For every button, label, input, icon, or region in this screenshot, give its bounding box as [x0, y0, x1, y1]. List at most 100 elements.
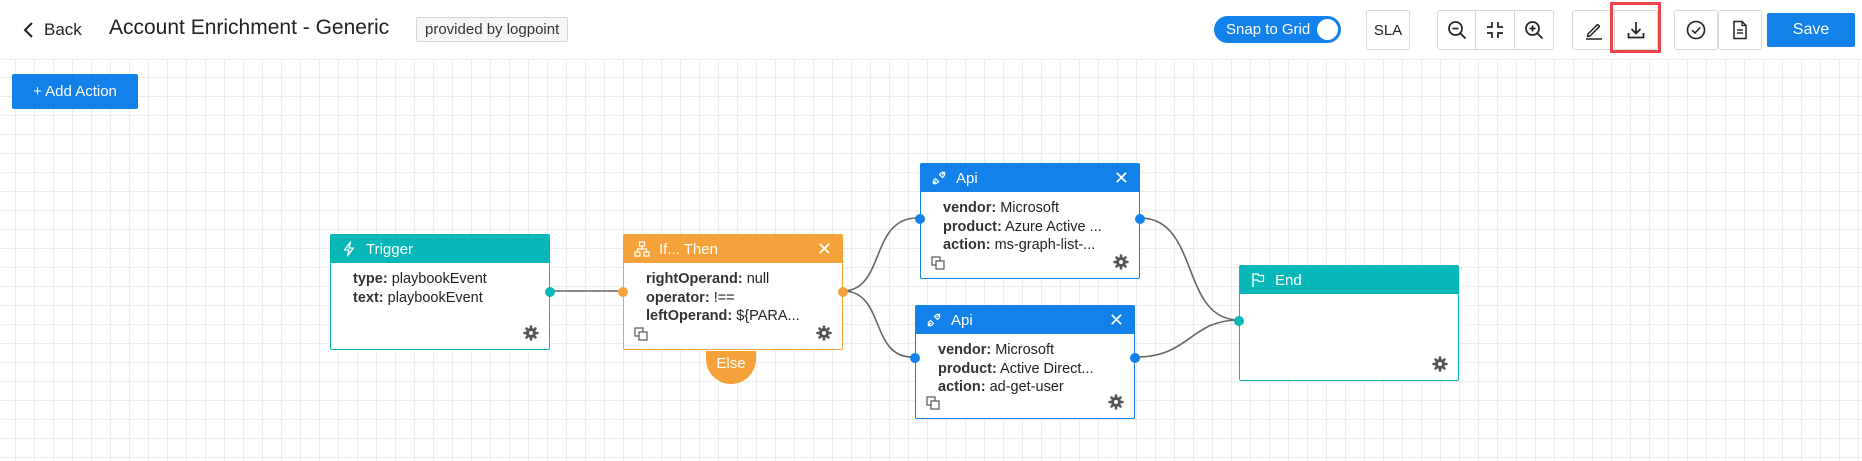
- connector-if-api1: [842, 217, 918, 292]
- gear-icon[interactable]: [1108, 394, 1124, 410]
- api-node[interactable]: Api ✕ vendor: Microsoft product: Azure A…: [915, 163, 1145, 279]
- edit-icon: [1586, 23, 1602, 40]
- gear-icon[interactable]: [816, 325, 832, 341]
- param-key: action:: [938, 379, 986, 395]
- param-key: product:: [943, 218, 1002, 235]
- back-label: Back: [44, 20, 82, 39]
- close-icon[interactable]: ✕: [1108, 310, 1124, 330]
- api-node-body: vendor: Microsoft product: Azure Active …: [921, 192, 1139, 255]
- if-then-node-header[interactable]: If... Then ✕: [624, 235, 842, 263]
- param-key: vendor:: [943, 200, 997, 216]
- node-param-row: operator: !==: [646, 289, 820, 308]
- param-key: vendor:: [938, 342, 992, 358]
- toggle-knob: [1317, 19, 1338, 40]
- download-button[interactable]: [1614, 10, 1658, 50]
- param-key: action:: [943, 237, 991, 253]
- api-node-header[interactable]: Api ✕: [916, 306, 1134, 334]
- node-param-row: type: playbookEvent: [353, 270, 527, 289]
- if-then-node[interactable]: If... Then ✕ rightOperand: null operator…: [618, 234, 848, 350]
- download-icon: [1627, 22, 1645, 39]
- param-key: leftOperand:: [646, 308, 733, 324]
- add-action-button[interactable]: + Add Action: [12, 74, 138, 109]
- flag-icon: [1252, 273, 1265, 287]
- api-node-body: vendor: Microsoft product: Active Direct…: [916, 334, 1134, 397]
- sla-label: SLA: [1373, 21, 1403, 39]
- document-icon: [1733, 20, 1747, 40]
- trigger-node[interactable]: Trigger type: playbookEvent text: playbo…: [330, 234, 555, 350]
- param-key: rightOperand:: [646, 271, 743, 287]
- zoom-controls: [1437, 10, 1554, 50]
- output-port[interactable]: [545, 287, 555, 297]
- top-bar: Back Account Enrichment - Generic provid…: [0, 0, 1862, 60]
- node-param-row: leftOperand: ${PARA...: [646, 307, 820, 326]
- output-port[interactable]: [838, 287, 848, 297]
- input-port[interactable]: [618, 287, 628, 297]
- end-node[interactable]: End: [1234, 265, 1459, 381]
- connector-api2-end: [1135, 319, 1240, 358]
- branch-icon: [634, 241, 650, 257]
- param-value: Microsoft: [1000, 200, 1060, 216]
- param-key: operator:: [646, 289, 710, 306]
- connector-api1-end: [1139, 217, 1240, 321]
- edit-button[interactable]: [1572, 10, 1616, 50]
- zoom-out-icon: [1447, 21, 1466, 40]
- node-param-row: product: Azure Active ...: [943, 218, 1117, 237]
- zoom-in-icon: [1524, 21, 1543, 40]
- document-button[interactable]: [1718, 10, 1762, 50]
- duplicate-icon[interactable]: [931, 256, 945, 270]
- api-node-title: Api: [951, 311, 973, 329]
- api-node[interactable]: Api ✕ vendor: Microsoft product: Active …: [910, 305, 1140, 419]
- connector-if-api2: [842, 290, 913, 358]
- gear-icon[interactable]: [1113, 254, 1129, 270]
- param-value: playbookEvent: [387, 289, 483, 306]
- close-icon[interactable]: ✕: [1113, 168, 1129, 188]
- param-key: type:: [353, 271, 388, 287]
- trigger-node-header[interactable]: Trigger: [331, 235, 549, 263]
- end-node-header[interactable]: End: [1240, 266, 1458, 294]
- end-node-title: End: [1275, 271, 1302, 289]
- fit-to-screen-button[interactable]: [1476, 11, 1515, 49]
- plug-icon: [932, 171, 946, 185]
- param-value: ${PARA...: [736, 308, 800, 324]
- gear-icon[interactable]: [523, 325, 539, 341]
- sla-button[interactable]: SLA: [1366, 10, 1410, 50]
- else-branch-port[interactable]: Else: [706, 351, 756, 384]
- chevron-left-icon: [23, 22, 33, 38]
- zoom-in-button[interactable]: [1515, 11, 1553, 49]
- api-node-title: Api: [956, 169, 978, 187]
- if-then-node-title: If... Then: [659, 240, 718, 258]
- output-port[interactable]: [1130, 353, 1140, 363]
- save-button[interactable]: Save: [1767, 13, 1855, 47]
- node-param-row: action: ad-get-user: [938, 378, 1112, 397]
- node-param-row: vendor: Microsoft: [938, 341, 1112, 360]
- snap-to-grid-toggle[interactable]: Snap to Grid: [1214, 16, 1341, 43]
- trigger-node-title: Trigger: [366, 240, 413, 258]
- param-value: Active Direct...: [1000, 360, 1094, 377]
- zoom-out-button[interactable]: [1438, 11, 1477, 49]
- duplicate-icon[interactable]: [634, 327, 648, 341]
- else-label: Else: [716, 355, 746, 372]
- lightning-icon: [343, 241, 355, 257]
- api-node-header[interactable]: Api ✕: [921, 164, 1139, 192]
- validate-icon: [1686, 20, 1706, 40]
- input-port[interactable]: [910, 353, 920, 363]
- input-port[interactable]: [915, 214, 925, 224]
- param-value: ad-get-user: [989, 379, 1064, 395]
- param-value: !==: [713, 289, 735, 306]
- param-key: text:: [353, 289, 384, 306]
- node-param-row: rightOperand: null: [646, 270, 820, 289]
- duplicate-icon[interactable]: [926, 396, 940, 410]
- output-port[interactable]: [1135, 214, 1145, 224]
- param-value: Microsoft: [995, 342, 1055, 358]
- snap-to-grid-label: Snap to Grid: [1226, 21, 1311, 38]
- back-button[interactable]: Back: [22, 18, 82, 42]
- param-value: null: [746, 271, 770, 287]
- validate-button[interactable]: [1674, 10, 1718, 50]
- input-port[interactable]: [1234, 316, 1244, 326]
- workflow-canvas[interactable]: + Add Action Trigger type: playbookEvent…: [0, 60, 1862, 461]
- close-icon[interactable]: ✕: [816, 239, 832, 259]
- gear-icon[interactable]: [1432, 356, 1448, 372]
- param-value: playbookEvent: [391, 271, 487, 287]
- plug-icon: [927, 313, 941, 327]
- fit-to-screen-icon: [1487, 22, 1504, 38]
